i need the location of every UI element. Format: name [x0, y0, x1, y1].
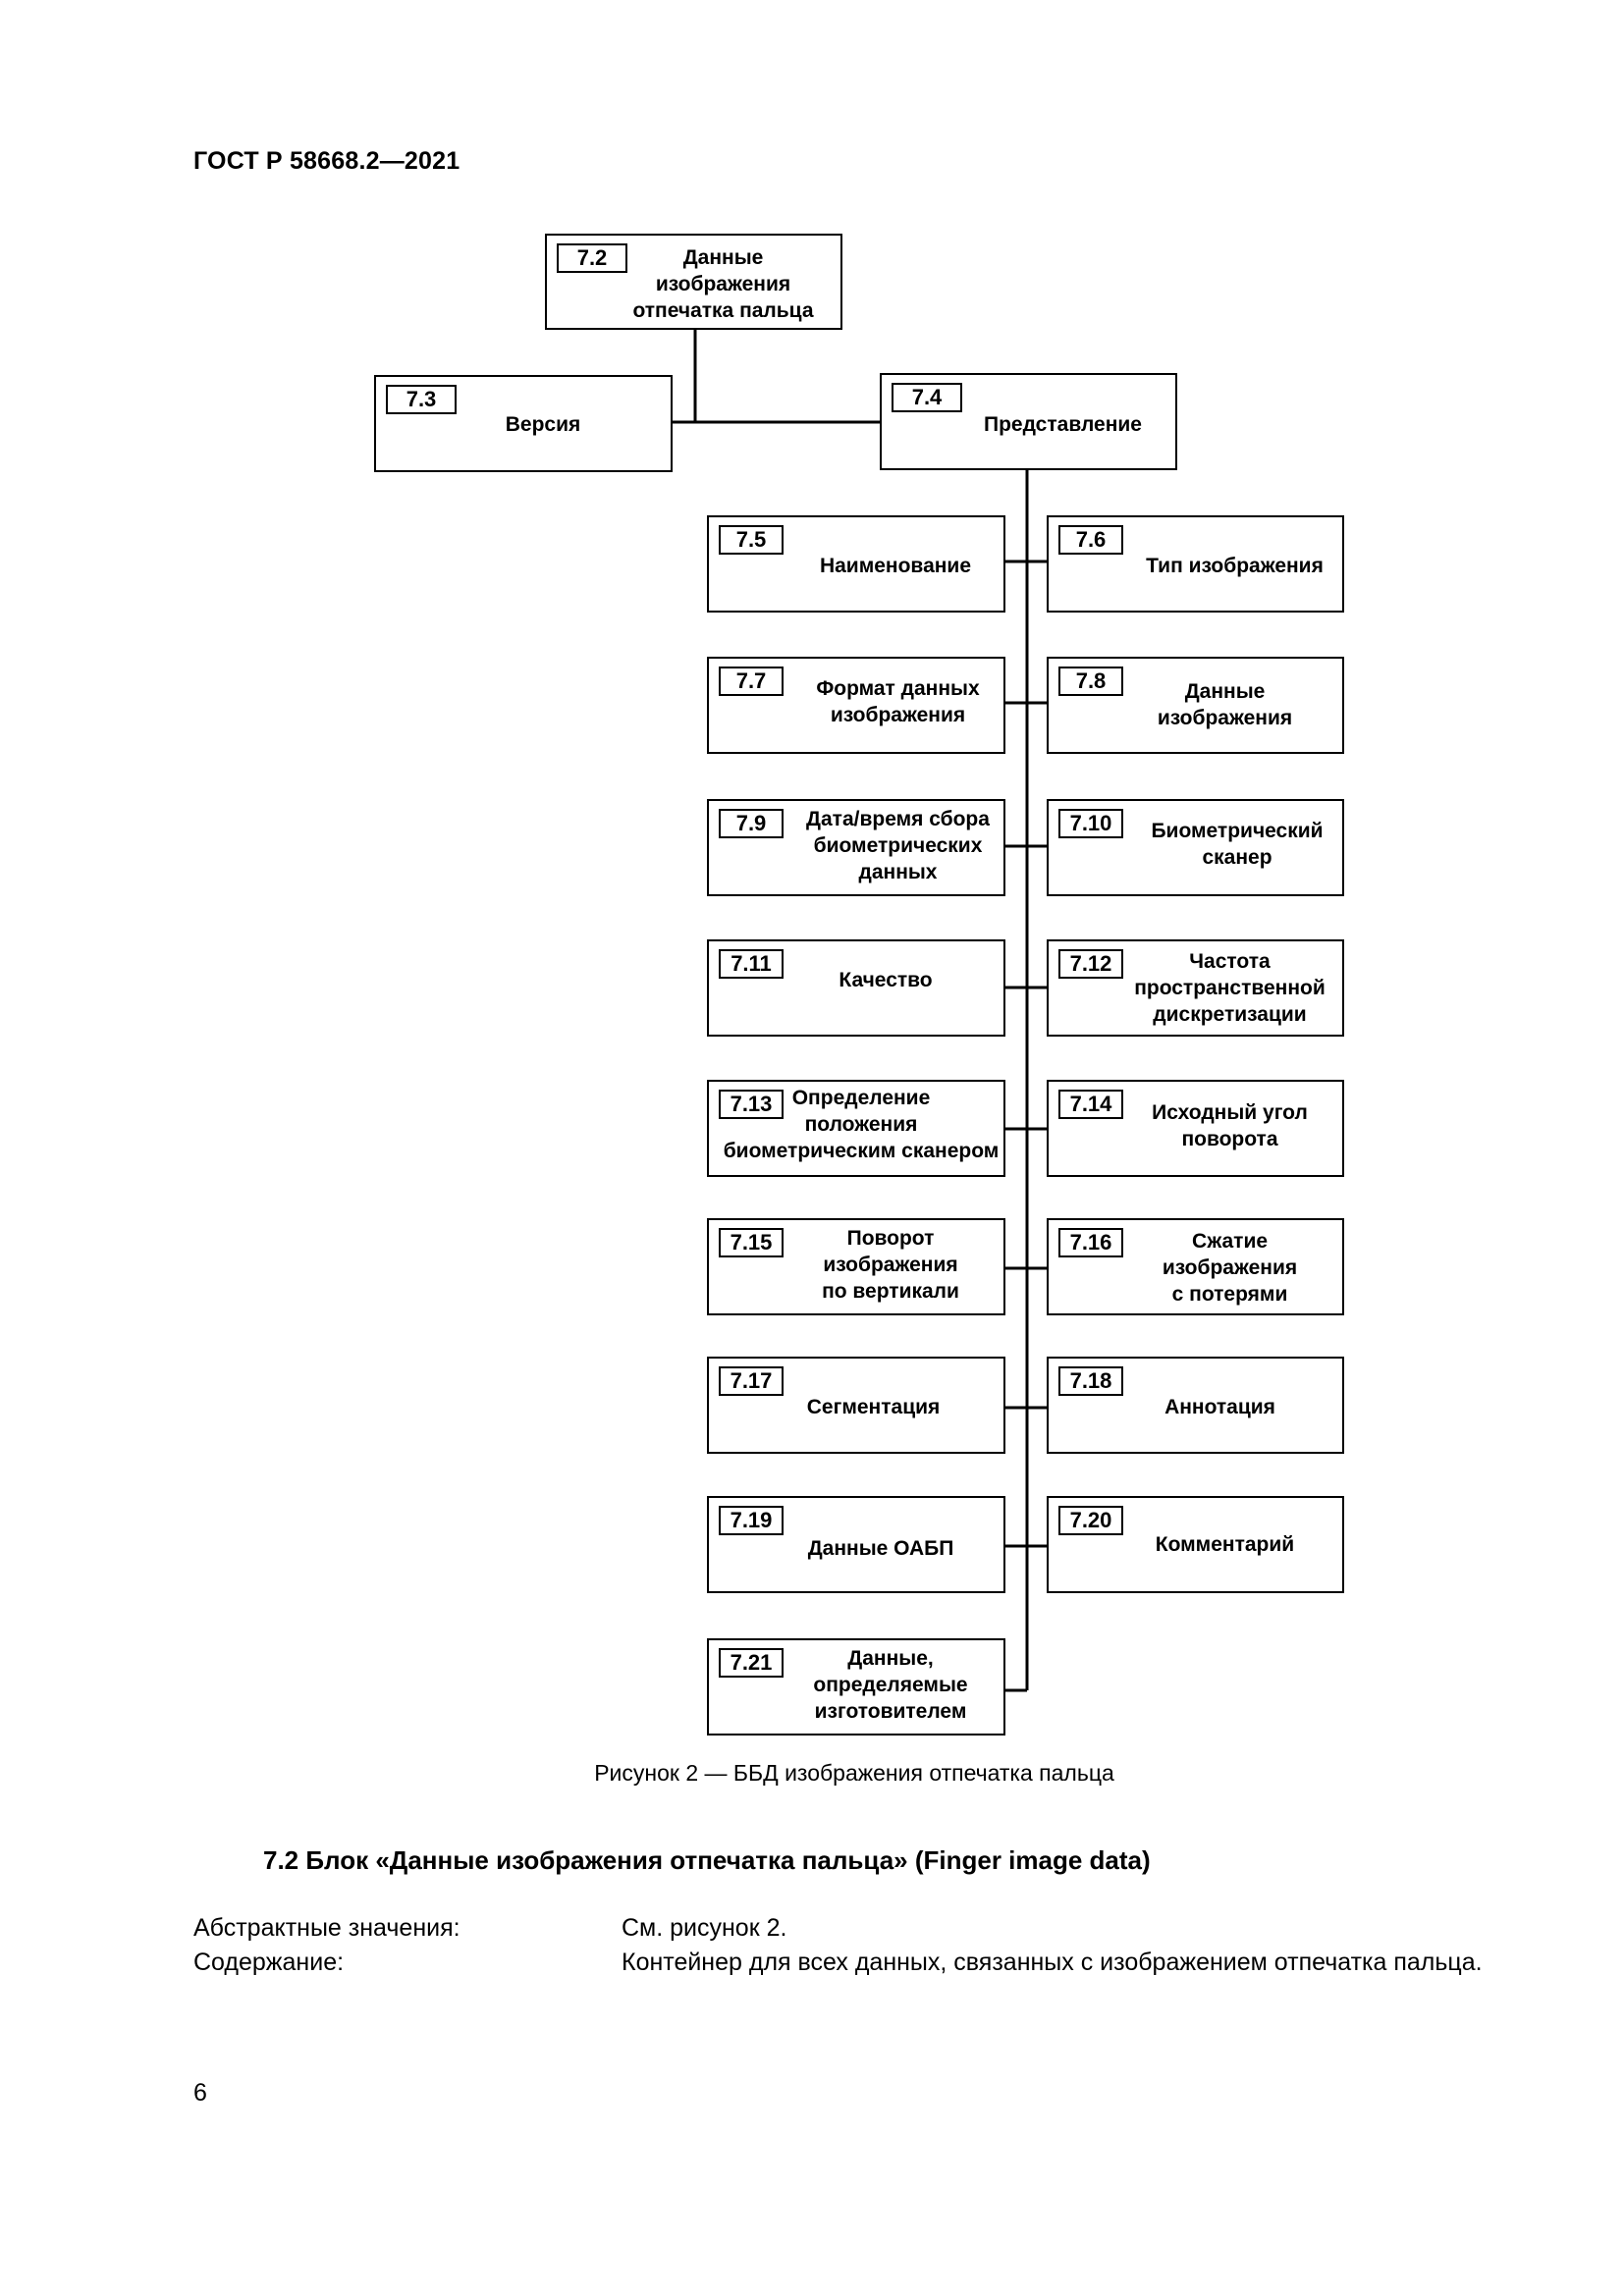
block-label: Сегментация — [806, 1396, 941, 1418]
block-7-10: 7.10 Биометрический сканер — [1047, 799, 1344, 896]
block-number: 7.4 — [892, 383, 962, 412]
block-7-13: 7.13 Определение положения биометрически… — [707, 1080, 1005, 1177]
block-label: Версия — [505, 413, 581, 436]
block-number: 7.6 — [1058, 525, 1123, 555]
block-7-21: 7.21 Данные, определяемые изготовителем — [707, 1638, 1005, 1735]
block-7-16: 7.16 Сжатие изображения с потерями — [1047, 1218, 1344, 1315]
block-label: Поворот изображения по вертикали — [822, 1227, 959, 1303]
block-label: Определение положения биометрическим ска… — [723, 1087, 1000, 1162]
block-7-14: 7.14 Исходный угол поворота — [1047, 1080, 1344, 1177]
block-number: 7.18 — [1058, 1366, 1123, 1396]
block-7-2: 7.2 Данные изображения отпечатка пальца — [545, 234, 842, 330]
block-label: Тип изображения — [1146, 555, 1324, 577]
block-7-18: 7.18 Аннотация — [1047, 1357, 1344, 1454]
block-label: Данные, определяемые изготовителем — [813, 1647, 968, 1723]
block-7-5: 7.5 Наименование — [707, 515, 1005, 613]
block-number: 7.10 — [1058, 809, 1123, 838]
block-number: 7.11 — [719, 949, 784, 979]
block-label: Данные изображения — [1157, 680, 1293, 729]
block-label: Дата/время сбора биометрических данных — [806, 808, 990, 883]
block-number: 7.9 — [719, 809, 784, 838]
block-label: Данные ОАБП — [807, 1537, 954, 1560]
block-number: 7.19 — [719, 1506, 784, 1535]
figure-caption: Рисунок 2 — ББД изображения отпечатка па… — [594, 1760, 1114, 1786]
block-7-4: 7.4 Представление — [880, 373, 1177, 470]
section-title: 7.2 Блок «Данные изображения отпечатка п… — [263, 1845, 1151, 1875]
abstract-values-value: См. рисунок 2. — [622, 1914, 787, 1942]
block-label: Качество — [839, 969, 933, 991]
block-number: 7.3 — [386, 385, 457, 414]
block-number: 7.12 — [1058, 949, 1123, 979]
block-label: Представление — [984, 413, 1142, 436]
content-value: Контейнер для всех данных, связанных с и… — [622, 1949, 1483, 1976]
block-label: Аннотация — [1164, 1396, 1275, 1418]
block-7-12: 7.12 Частота пространственной дискретиза… — [1047, 939, 1344, 1037]
block-number: 7.16 — [1058, 1228, 1123, 1257]
block-7-8: 7.8 Данные изображения — [1047, 657, 1344, 754]
fingerprint-data-structure-diagram: 7.2 Данные изображения отпечатка пальца … — [374, 234, 1344, 1735]
block-label: Наименование — [819, 555, 972, 577]
page-number: 6 — [193, 2079, 207, 2107]
block-label: Исходный угол поворота — [1152, 1101, 1308, 1150]
block-number: 7.5 — [719, 525, 784, 555]
block-7-20: 7.20 Комментарий — [1047, 1496, 1344, 1593]
block-number: 7.21 — [719, 1648, 784, 1678]
block-label: Биометрический сканер — [1151, 820, 1324, 869]
block-number: 7.20 — [1058, 1506, 1123, 1535]
block-number: 7.15 — [719, 1228, 784, 1257]
block-7-3: 7.3 Версия — [374, 375, 673, 472]
block-number: 7.14 — [1058, 1090, 1123, 1119]
diagram-connector-lines — [671, 329, 1049, 1692]
block-7-17: 7.17 Сегментация — [707, 1357, 1005, 1454]
block-7-6: 7.6 Тип изображения — [1047, 515, 1344, 613]
block-7-11: 7.11 Качество — [707, 939, 1005, 1037]
block-label: Данные изображения отпечатка пальца — [632, 246, 814, 322]
block-number: 7.17 — [719, 1366, 784, 1396]
block-number: 7.2 — [557, 243, 627, 273]
block-7-7: 7.7 Формат данных изображения — [707, 657, 1005, 754]
document-code-header: ГОСТ Р 58668.2—2021 — [193, 147, 460, 175]
block-7-9: 7.9 Дата/время сбора биометрических данн… — [707, 799, 1005, 896]
block-7-15: 7.15 Поворот изображения по вертикали — [707, 1218, 1005, 1315]
block-number: 7.7 — [719, 667, 784, 696]
block-label: Комментарий — [1155, 1533, 1295, 1556]
abstract-values-label: Абстрактные значения: — [193, 1914, 460, 1942]
block-number: 7.13 — [719, 1090, 784, 1119]
content-label: Содержание: — [193, 1949, 345, 1976]
block-7-19: 7.19 Данные ОАБП — [707, 1496, 1005, 1593]
block-label: Формат данных изображения — [816, 677, 980, 726]
block-label: Сжатие изображения с потерями — [1162, 1230, 1298, 1306]
block-number: 7.8 — [1058, 667, 1123, 696]
block-label: Частота пространственной дискретизации — [1134, 950, 1326, 1026]
